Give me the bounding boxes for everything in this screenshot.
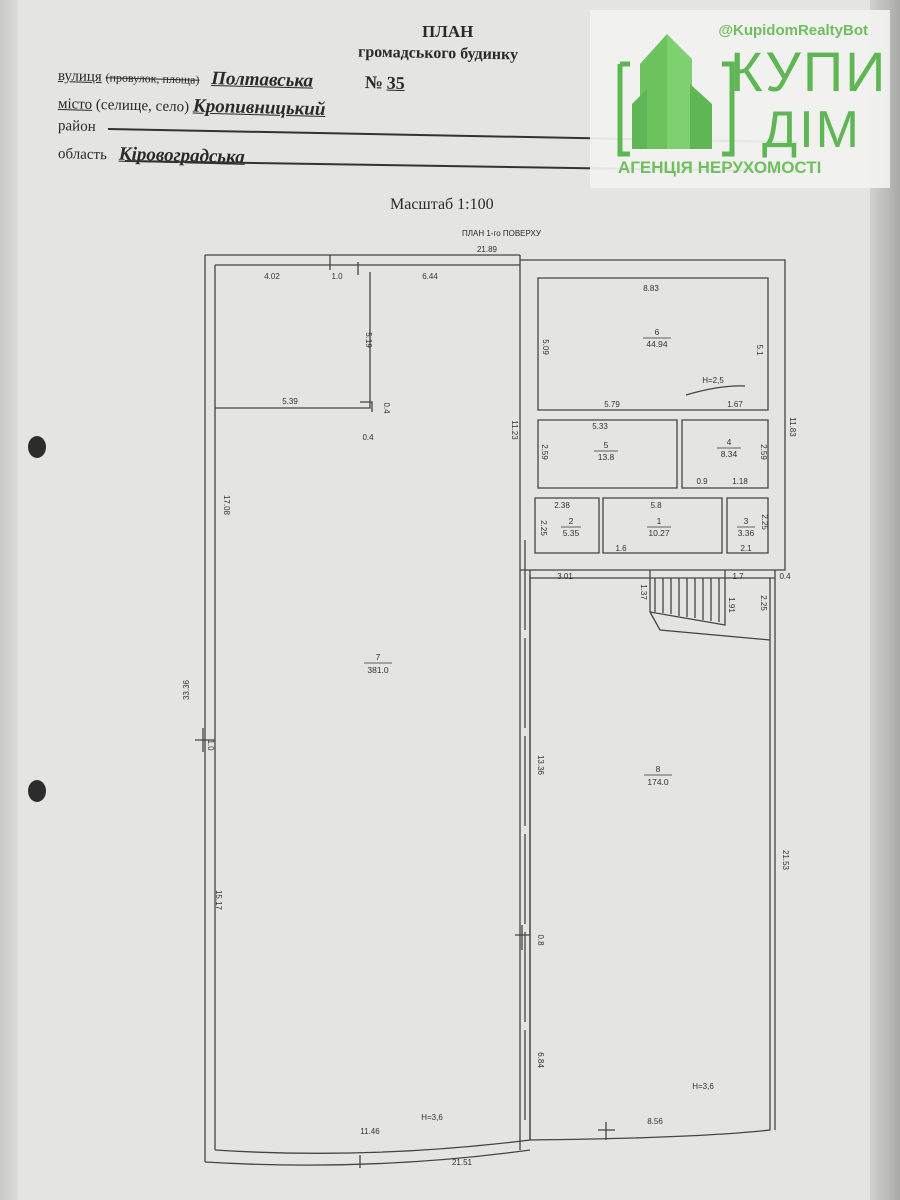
room-area: 13.8 <box>598 452 615 462</box>
dimension-label: 5.19 <box>364 332 373 348</box>
dimension-label: 2.38 <box>554 501 570 510</box>
room-number: 6 <box>655 327 660 337</box>
watermark-brand-line1: КУПИ <box>730 40 888 103</box>
dimension-label: 8.83 <box>643 284 659 293</box>
room-3: 33.36 <box>737 516 755 538</box>
dimension-label: 1.91 <box>727 597 736 613</box>
dimension-label: 5.8 <box>650 501 662 510</box>
dimension-label: 15.17 <box>214 890 223 911</box>
dimension-label: 1.67 <box>727 400 743 409</box>
room-area: 381.0 <box>367 665 389 675</box>
dimension-label: 21.89 <box>477 245 498 254</box>
dimension-label: 2.59 <box>540 444 549 460</box>
room-number: 7 <box>376 652 381 662</box>
room-area: 8.34 <box>721 449 738 459</box>
rooms: 644.94 513.8 48.34 25.35 110.27 33.36 73… <box>364 327 755 787</box>
dimension-label: 4.02 <box>264 272 280 281</box>
binder-hole <box>28 780 46 802</box>
room-number: 5 <box>604 440 609 450</box>
watermark-brand-line2: ДІМ <box>762 101 861 159</box>
room-2: 25.35 <box>561 516 581 538</box>
watermark-logo: @KupidomRealtyBot КУПИ ДІМ АГЕНЦІЯ НЕРУХ… <box>590 10 890 188</box>
room-number: 8 <box>656 764 661 774</box>
dimension-label: 5.09 <box>541 339 550 355</box>
dimension-label: 17.08 <box>222 495 231 516</box>
dimension-label: 0.4 <box>362 433 374 442</box>
room-area: 44.94 <box>646 339 668 349</box>
plan-title: ПЛАН 1-го ПОВЕРХУ <box>462 229 541 238</box>
room-area: 3.36 <box>738 528 755 538</box>
room-6: 644.94 <box>643 327 671 349</box>
dimension-label: 8.56 <box>647 1117 663 1126</box>
room-number: 4 <box>727 437 732 447</box>
background-surface <box>870 0 900 1200</box>
dimension-label: 0.4 <box>779 572 791 581</box>
dimension-label: 11.83 <box>788 417 797 437</box>
dimension-label: 33.36 <box>182 679 191 700</box>
dimension-label: 0.4 <box>382 402 391 414</box>
room-1: 110.27 <box>647 516 671 538</box>
dimension-label: 0.8 <box>536 934 545 946</box>
room-number: 1 <box>657 516 662 526</box>
dimension-label: 6.44 <box>422 272 438 281</box>
room-7: 7 381.0 <box>364 652 392 675</box>
room-area: 5.35 <box>563 528 580 538</box>
dimension-label: 1.37 <box>639 584 648 600</box>
dimensions: 21.89 4.02 1.0 6.44 5.19 5.39 0.4 0.4 17… <box>182 245 797 1167</box>
ceiling-height-label: H=3,6 <box>692 1082 714 1091</box>
dimension-label: 0.9 <box>696 477 708 486</box>
dimension-label: 2.25 <box>539 520 548 536</box>
dimension-label: 3.01 <box>557 572 573 581</box>
dimension-label: 5.1 <box>755 344 764 356</box>
room-5: 513.8 <box>594 440 618 462</box>
dimension-label: 13.36 <box>536 755 545 776</box>
room-area: 174.0 <box>647 777 669 787</box>
dimension-label: 1.18 <box>732 477 748 486</box>
dimension-label: 1.6 <box>615 544 627 553</box>
dimension-label: 1.0 <box>206 739 215 751</box>
room-4: 48.34 <box>717 437 741 459</box>
dimension-label: 5.33 <box>592 422 608 431</box>
dimension-label: 21.51 <box>452 1158 473 1167</box>
walls <box>195 254 786 1168</box>
dimension-label: 1.7 <box>732 572 744 581</box>
paper-edge <box>0 0 18 1200</box>
dimension-label: 1.0 <box>331 272 343 281</box>
ceiling-height-label: H=2,5 <box>702 376 724 385</box>
building-logo-icon <box>617 34 735 157</box>
dimension-label: 5.39 <box>282 397 298 406</box>
document-title: ПЛАН <box>422 22 474 41</box>
room-number: 3 <box>744 516 749 526</box>
room-number: 2 <box>569 516 574 526</box>
room-area: 10.27 <box>648 528 670 538</box>
scale-label: Масштаб 1:100 <box>390 196 494 213</box>
dimension-label: 2.59 <box>759 444 768 460</box>
dimension-label: 2.25 <box>759 595 768 611</box>
dimension-label: 6.84 <box>536 1052 545 1068</box>
dimension-label: 21.53 <box>781 850 790 871</box>
dimension-label: 2.1 <box>740 544 752 553</box>
dimension-label: 2.25 <box>760 514 769 530</box>
watermark-handle: @KupidomRealtyBot <box>718 22 868 39</box>
binder-hole <box>28 436 46 458</box>
dimension-label: 11.46 <box>360 1127 380 1136</box>
room-8: 8 174.0 <box>644 764 672 787</box>
dimension-label: 11.23 <box>510 420 519 440</box>
dimension-label: 5.79 <box>604 400 620 409</box>
watermark-tagline: АГЕНЦІЯ НЕРУХОМОСТІ <box>618 158 822 177</box>
ceiling-height-label: H=3,6 <box>421 1113 443 1122</box>
